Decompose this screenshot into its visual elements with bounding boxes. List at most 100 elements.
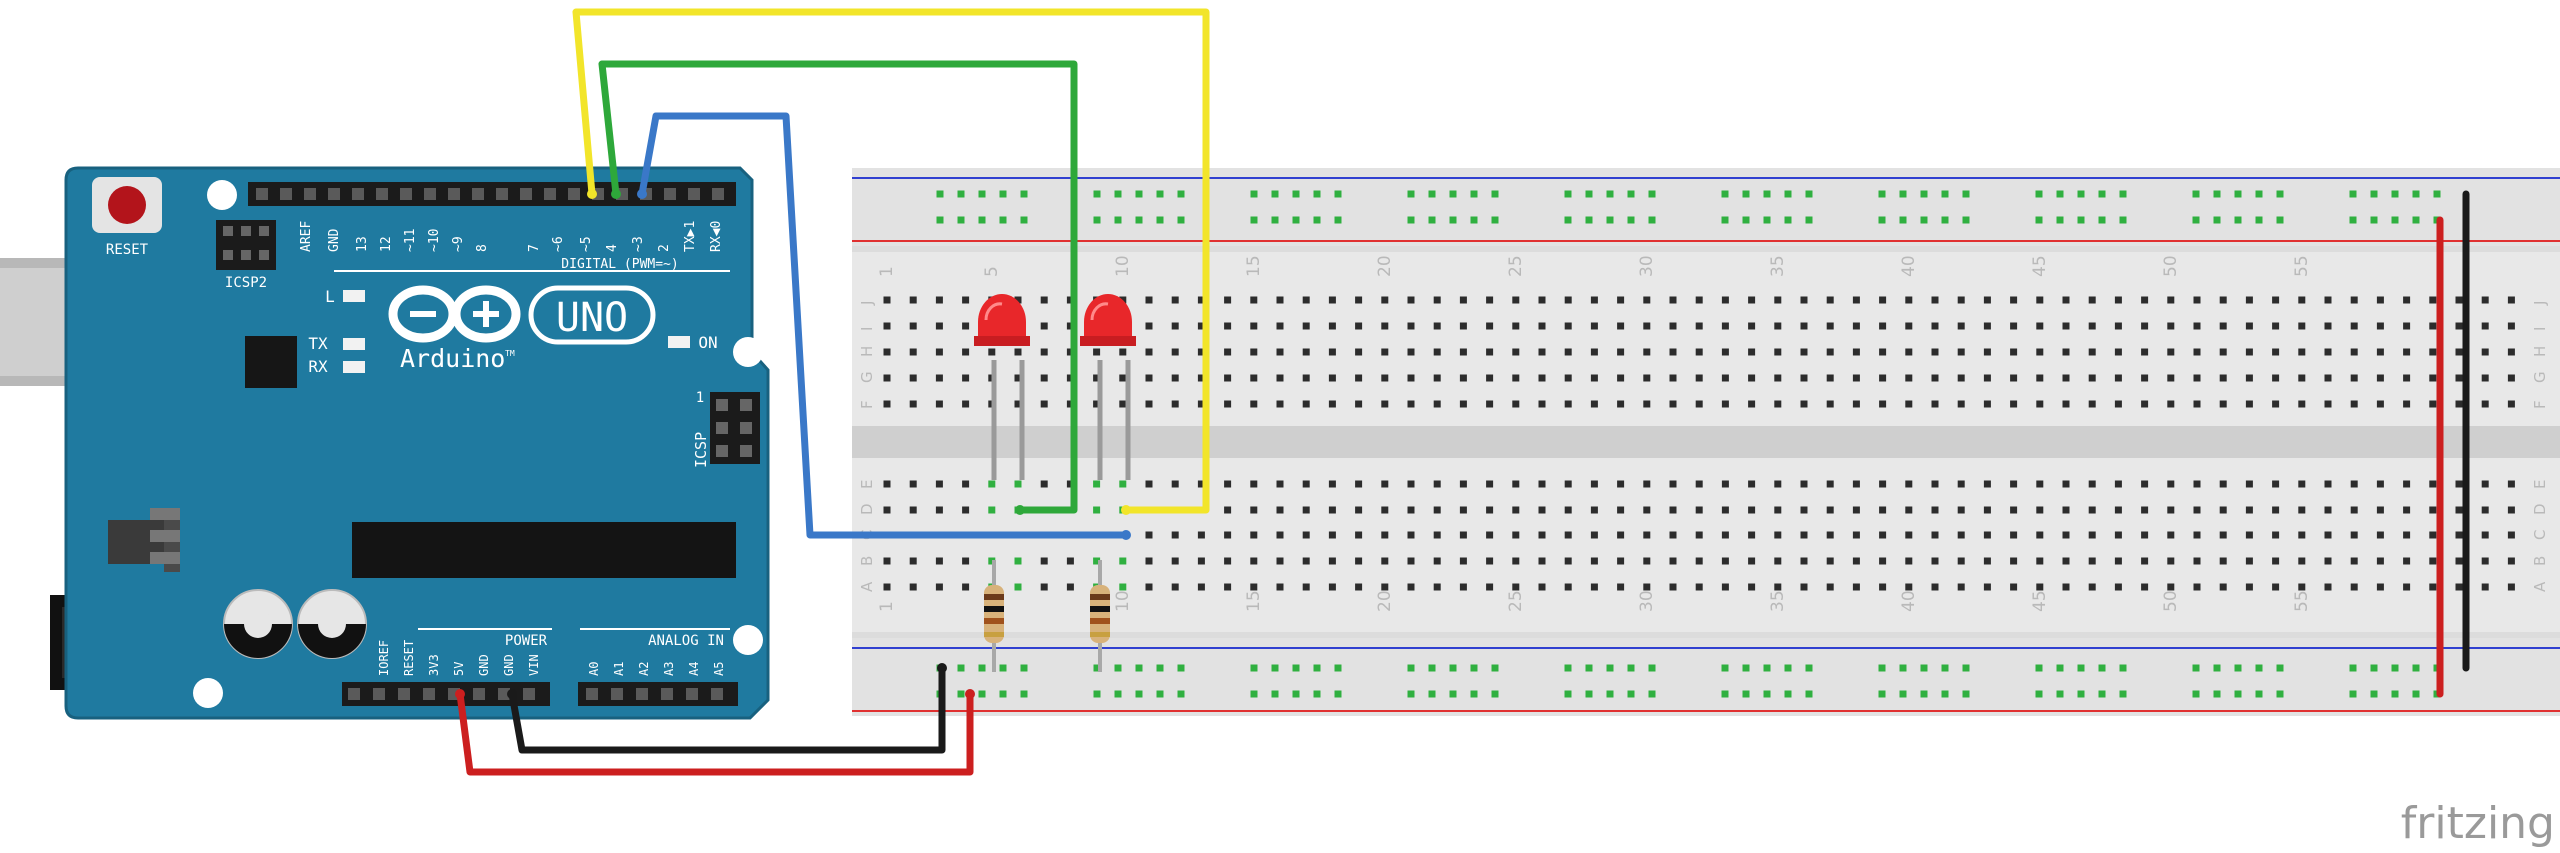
- rail-hole: [2192, 664, 2200, 672]
- breadboard-hole: [1433, 506, 1441, 514]
- breadboard-hole: [1721, 296, 1729, 304]
- breadboard-hole: [2507, 480, 2515, 488]
- breadboard-hole: [1250, 374, 1258, 382]
- column-number: 15: [1244, 590, 1264, 612]
- breadboard-hole: [1407, 322, 1415, 330]
- breadboard-hole: [1355, 348, 1363, 356]
- rail-hole: [1721, 664, 1729, 672]
- power-header-pins: [348, 688, 535, 700]
- breadboard-hole: [2272, 506, 2280, 514]
- breadboard-hole: [2245, 480, 2253, 488]
- breadboard-hole: [1224, 296, 1232, 304]
- breadboard-hole: [1197, 322, 1205, 330]
- breadboard-hole: [988, 506, 996, 514]
- rail-hole: [1585, 216, 1593, 224]
- breadboard-hole: [2350, 506, 2358, 514]
- breadboard-hole: [1669, 296, 1677, 304]
- breadboard-hole: [2114, 322, 2122, 330]
- rail-hole: [2098, 190, 2106, 198]
- breadboard-hole: [1538, 583, 1546, 591]
- uno-label: UNO: [556, 295, 628, 341]
- breadboard-hole: [2219, 296, 2227, 304]
- rail-hole: [2412, 690, 2420, 698]
- breadboard-hole: [2088, 374, 2096, 382]
- rail-hole: [1177, 216, 1185, 224]
- breadboard-hole: [1852, 480, 1860, 488]
- breadboard-hole: [1119, 557, 1127, 565]
- breadboard-hole: [1433, 480, 1441, 488]
- row-letter: A: [2531, 581, 2549, 592]
- breadboard-hole: [2062, 348, 2070, 356]
- atmega-chip: [352, 522, 736, 578]
- breadboard-hole: [2481, 322, 2489, 330]
- row-letter: A: [858, 581, 876, 592]
- breadboard-hole: [1276, 506, 1284, 514]
- breadboard-hole: [2481, 557, 2489, 565]
- breadboard-hole: [2245, 348, 2253, 356]
- header-pin: [636, 688, 648, 700]
- breadboard-hole: [1538, 374, 1546, 382]
- mounting-hole: [193, 678, 223, 708]
- rail-hole: [1962, 664, 1970, 672]
- breadboard-hole: [1590, 583, 1598, 591]
- rail-hole: [1941, 664, 1949, 672]
- breadboard-hole: [1695, 400, 1703, 408]
- breadboard-hole: [935, 583, 943, 591]
- breadboard-hole: [1617, 348, 1625, 356]
- breadboard-hole: [2455, 531, 2463, 539]
- rail-hole: [1093, 216, 1101, 224]
- breadboard-hole: [1826, 531, 1834, 539]
- breadboard-hole: [1721, 348, 1729, 356]
- breadboard-hole: [1145, 531, 1153, 539]
- breadboard-hole: [2272, 322, 2280, 330]
- rail-hole: [2035, 664, 2043, 672]
- breadboard-hole: [1512, 322, 1520, 330]
- header-pin: [611, 688, 623, 700]
- breadboard-hole: [962, 400, 970, 408]
- rail-hole: [1313, 216, 1321, 224]
- breadboard-hole: [2455, 506, 2463, 514]
- breadboard-hole: [1355, 557, 1363, 565]
- rail-hole: [957, 190, 965, 198]
- header-pin: [423, 688, 435, 700]
- breadboard-hole: [1879, 531, 1887, 539]
- rail-hole: [1470, 664, 1478, 672]
- header-pin: [352, 188, 364, 200]
- rail-hole: [2349, 664, 2357, 672]
- breadboard-hole: [1486, 557, 1494, 565]
- breadboard-hole: [1197, 348, 1205, 356]
- rail-hole: [1428, 690, 1436, 698]
- header-pin: [398, 688, 410, 700]
- breadboard-hole: [1276, 557, 1284, 565]
- breadboard-hole: [1617, 531, 1625, 539]
- breadboard-hole: [1302, 531, 1310, 539]
- breadboard-hole: [2376, 322, 2384, 330]
- column-number: 35: [1768, 590, 1788, 612]
- breadboard-hole: [2481, 480, 2489, 488]
- analog-pin-label: A1: [612, 662, 626, 676]
- breadboard-hole: [2245, 322, 2253, 330]
- breadboard-hole: [2350, 348, 2358, 356]
- digital-pin-label: RX◀0: [709, 221, 724, 252]
- breadboard-hole: [1617, 583, 1625, 591]
- breadboard-hole: [1826, 400, 1834, 408]
- breadboard-hole: [1014, 400, 1022, 408]
- breadboard-hole: [2114, 531, 2122, 539]
- rail-hole: [1763, 664, 1771, 672]
- breadboard-hole: [1617, 296, 1625, 304]
- row-letter: F: [2531, 400, 2549, 409]
- breadboard-hole: [2036, 322, 2044, 330]
- breadboard-hole: [1957, 400, 1965, 408]
- breadboard-hole: [1355, 374, 1363, 382]
- rail-hole: [1020, 690, 1028, 698]
- breadboard-hole: [988, 480, 996, 488]
- rail-hole: [2056, 190, 2064, 198]
- rail-hole: [1156, 216, 1164, 224]
- breadboard-hole: [1433, 374, 1441, 382]
- breadboard-hole: [2036, 296, 2044, 304]
- rail-hole: [2412, 216, 2420, 224]
- digital-pin-label: 8: [475, 244, 490, 252]
- breadboard-hole: [1669, 400, 1677, 408]
- breadboard-hole: [1852, 374, 1860, 382]
- breadboard-hole: [1695, 531, 1703, 539]
